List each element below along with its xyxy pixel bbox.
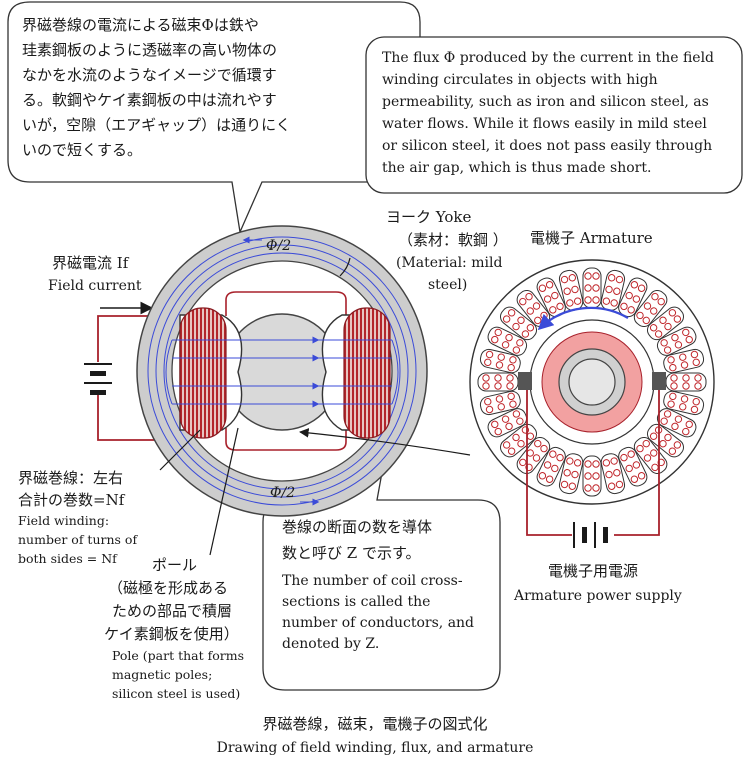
callout-en-z-3: number of conductors, and: [282, 615, 474, 631]
armature-slot: [663, 390, 705, 416]
caption-jp: 界磁巻線，磁束，電機子の図式化: [262, 715, 487, 733]
field-winding-jp-2: 合計の巻数=Nf: [18, 491, 126, 509]
flux-lines: [165, 339, 399, 405]
yoke-material-en-1: (Material: mild: [396, 255, 502, 271]
armature-circuit-wire: [526, 390, 660, 536]
caption-en: Drawing of field winding, flux, and arma…: [217, 740, 534, 756]
callout-en-line-1: The flux Φ produced by the current in th…: [382, 50, 714, 66]
armature-slot: [487, 326, 528, 356]
callout-en-z-1: The number of coil cross-: [282, 573, 463, 589]
callout-en-line-3: permeability, such as iron and silicon s…: [382, 94, 709, 110]
pole-jp-4: ケイ素鋼板を使用）: [104, 625, 239, 643]
rotor: [223, 313, 341, 431]
armature-slot: [479, 348, 521, 374]
field-current-en: Field current: [48, 278, 142, 294]
pole-en-3: silicon steel is used): [112, 686, 240, 701]
callout-top-right: [365, 36, 743, 194]
armature-slot: [656, 408, 697, 438]
top-right-callout-text: The flux Φ produced by the current in th…: [382, 50, 714, 176]
armature-slot: [558, 453, 584, 495]
callout-jp-line-1: 界磁巻線の電流による磁束Φは鉄や: [22, 16, 259, 34]
armature-slot: [536, 277, 566, 318]
flux-top-label: Φ/2: [266, 238, 291, 254]
callout-jp-line-3: なかを水流のようなイメージで循環す: [22, 66, 277, 84]
armature-slot: [618, 446, 648, 487]
armature-slot: [600, 453, 626, 495]
armature-slot: [618, 277, 648, 318]
yoke-material-jp: （素材：軟鋼 ）: [398, 231, 508, 249]
field-winding-en-3: both sides = Nf: [18, 551, 118, 566]
armature-slot: [633, 290, 668, 328]
armature-slot: [536, 446, 566, 487]
armature-slot: [582, 267, 602, 309]
callout-en-line-4: water flows. While it flows easily in mi…: [382, 116, 707, 132]
armature-slot: [516, 436, 551, 474]
armature-supply-jp: 電機子用電源: [548, 562, 638, 580]
winding-loop: [225, 291, 347, 451]
callout-jp-line-5: いが，空隙（エアギャップ）は通りにく: [22, 116, 291, 134]
callout-jp-z-1: 巻線の断面の数を導体: [282, 518, 432, 536]
armature-slot: [582, 455, 602, 497]
field-current-jp: 界磁電流 If: [52, 254, 130, 272]
armature-slot: [646, 306, 684, 341]
armature-slot: [656, 326, 697, 356]
pole-en-1: Pole (part that forms: [112, 648, 244, 663]
flux-rings: [147, 236, 417, 506]
flux-bottom-label: Φ/2: [270, 485, 295, 501]
callout-jp-line-2: 珪素鋼板のように透磁率の高い物体の: [22, 41, 277, 59]
pointer-lines: [159, 257, 471, 556]
bottom-callout-text: 巻線の断面の数を導体 数と呼び Z で示す。 The number of coi…: [282, 518, 474, 652]
field-coil-left: [179, 307, 227, 439]
armature-slot: [665, 372, 707, 392]
field-winding-jp-1: 界磁巻線：左右: [18, 469, 123, 487]
armature-slot: [600, 269, 626, 311]
pole-en-2: magnetic poles;: [112, 667, 212, 682]
callout-en-line-6: the air gap, which is thus made short.: [382, 160, 651, 176]
callout-en-z-2: sections is called the: [282, 594, 430, 610]
diagram-labels: Φ/2 Φ/2 界磁電流 If Field current ヨーク Yoke （…: [18, 208, 682, 701]
armature-slot: [500, 306, 538, 341]
pole-jp-3: ための部品で積層: [112, 602, 232, 620]
armature-slot: [477, 372, 519, 392]
callout-en-line-5: or silicon steel, it does not pass easil…: [382, 138, 712, 154]
callout-jp-line-6: いので短くする。: [22, 141, 142, 159]
armature-label: 電機子 Armature: [530, 229, 653, 247]
field-winding-en-2: number of turns of: [18, 532, 138, 547]
callout-top-left: [7, 1, 421, 235]
field-battery: [84, 363, 112, 395]
armature-slot: [487, 408, 528, 438]
callout-jp-z-2: 数と呼び Z で示す。: [282, 544, 420, 562]
field-coil-right: [343, 307, 391, 439]
top-left-callout-text: 界磁巻線の電流による磁束Φは鉄や 珪素鋼板のように透磁率の高い物体の なかを水流…: [22, 16, 291, 159]
caption: 界磁巻線，磁束，電機子の図式化 Drawing of field winding…: [217, 715, 534, 756]
armature-slot: [558, 269, 584, 311]
armature: [469, 259, 715, 505]
armature-slot: [663, 348, 705, 374]
armature-slot: [479, 390, 521, 416]
callout-jp-line-4: る。軟鋼やケイ素鋼板の中は流れやす: [22, 91, 277, 109]
yoke-material-en-2: steel): [428, 277, 467, 293]
callout-en-z-4: denoted by Z.: [282, 636, 379, 652]
flux-arrows: [242, 236, 320, 506]
yoke-jp: ヨーク Yoke: [386, 208, 471, 226]
field-winding-en-1: Field winding:: [18, 513, 109, 528]
armature-supply-en: Armature power supply: [513, 588, 682, 604]
armature-battery: [573, 522, 608, 548]
callout-en-line-2: winding circulates in objects with high: [382, 72, 658, 88]
pole-jp-1: ポール: [152, 556, 197, 574]
pole-jp-2: （磁極を形成ある: [108, 579, 228, 597]
